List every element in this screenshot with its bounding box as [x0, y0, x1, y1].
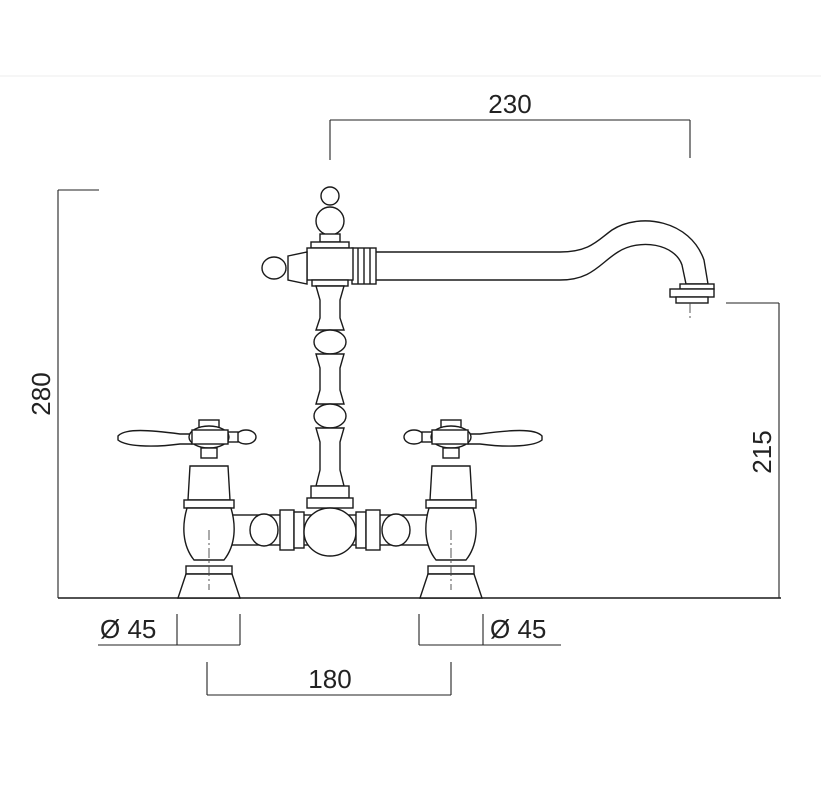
- dimension-total-height-label: 280: [26, 372, 56, 415]
- dimension-left-diameter: Ø 45: [98, 614, 241, 646]
- dimension-centre-distance: 180: [206, 662, 452, 696]
- dimension-total-height: 280: [26, 189, 99, 598]
- dimension-reach: 230: [329, 89, 691, 160]
- dimension-right-diameter-label: Ø 45: [490, 614, 546, 644]
- central-column: [261, 186, 354, 509]
- dimension-right-diameter: Ø 45: [418, 614, 561, 646]
- dimension-spout-height-label: 215: [747, 430, 777, 473]
- dimension-centre-distance-label: 180: [308, 664, 351, 694]
- right-handle-valve: [403, 419, 543, 599]
- bridge: [231, 507, 433, 557]
- dimension-spout-height: 215: [726, 302, 780, 598]
- dimension-left-diameter-label: Ø 45: [100, 614, 156, 644]
- dimension-reach-label: 230: [488, 89, 531, 119]
- spout: [351, 220, 715, 320]
- left-handle-valve: [117, 419, 257, 599]
